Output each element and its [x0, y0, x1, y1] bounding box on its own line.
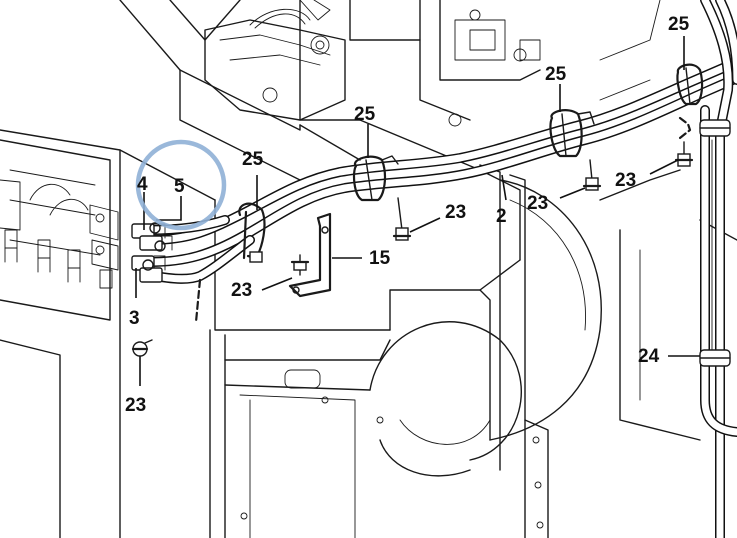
hose-fittings — [131, 222, 173, 283]
bolt-5 — [674, 141, 694, 167]
callout-4: 4 — [137, 174, 148, 195]
callout-23-c: 23 — [445, 202, 466, 223]
callout-15: 15 — [369, 248, 391, 269]
callout-23-b: 23 — [125, 395, 146, 416]
clamp-1 — [238, 202, 266, 263]
callout-25-c: 25 — [545, 64, 567, 85]
bolt-1 — [290, 254, 310, 276]
callout-23-d: 23 — [527, 193, 548, 214]
clamp-5 — [699, 119, 731, 137]
hose-assembly — [131, 0, 737, 538]
callout-24: 24 — [638, 346, 660, 367]
clamp-6 — [699, 349, 731, 367]
callout-labels: 4 5 3 25 25 25 25 2 15 23 23 23 23 23 24 — [125, 14, 690, 416]
callout-23-e: 23 — [615, 170, 636, 191]
callout-3: 3 — [129, 308, 140, 329]
callout-25-a: 25 — [242, 149, 264, 170]
bolt-4 — [582, 159, 602, 191]
bracket — [288, 212, 332, 298]
callout-2: 2 — [496, 206, 507, 227]
hose-clamps — [238, 63, 731, 367]
callout-23-a: 23 — [231, 280, 252, 301]
highlight-ring — [135, 139, 227, 231]
leader-lines — [135, 36, 700, 386]
callout-25-b: 25 — [354, 104, 376, 125]
callout-25-d: 25 — [668, 14, 690, 35]
clamp-2 — [352, 155, 399, 202]
callout-5: 5 — [174, 176, 185, 197]
bolt-3 — [392, 197, 412, 241]
bolt-2 — [131, 339, 153, 357]
clamp-4 — [676, 63, 704, 106]
